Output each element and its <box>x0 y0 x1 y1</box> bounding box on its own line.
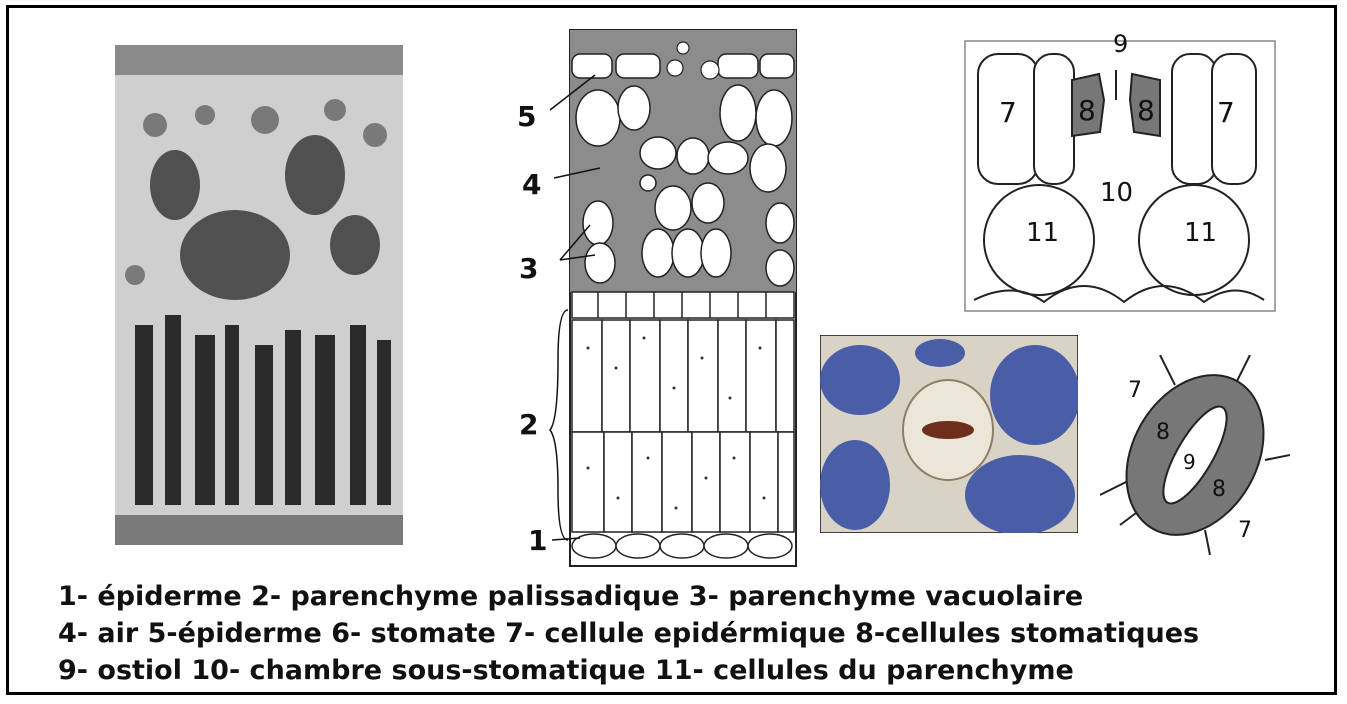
label-11-left: 11 <box>1026 218 1059 248</box>
stomata-micrograph <box>820 335 1078 533</box>
label-8-right: 8 <box>1137 94 1155 127</box>
stomata-label-9: 9 <box>1183 450 1196 474</box>
label-7-right: 7 <box>1217 96 1235 129</box>
label-4: 4 <box>522 168 541 201</box>
stomata-label-7-bottom: 7 <box>1238 518 1252 543</box>
label-2: 2 <box>519 408 538 441</box>
stomata-label-8-right: 8 <box>1212 477 1226 502</box>
leaf-section-micrograph <box>115 45 403 545</box>
label-10: 10 <box>1100 178 1133 208</box>
legend-line-2: 4- air 5-épiderme 6- stomate 7- cellule … <box>58 615 1328 652</box>
label-9-top: 9 <box>1113 30 1128 58</box>
label-11-right: 11 <box>1184 218 1217 248</box>
label-8-left: 8 <box>1078 94 1096 127</box>
label-1: 1 <box>528 524 547 557</box>
legend-line-3: 9- ostiol 10- chambre sous-stomatique 11… <box>58 652 1328 689</box>
label-5: 5 <box>517 100 536 133</box>
label-3: 3 <box>519 252 538 285</box>
stomata-label-7-top: 7 <box>1128 378 1142 403</box>
stomata-section-diagram <box>964 40 1276 312</box>
legend-line-1: 1- épiderme 2- parenchyme palissadique 3… <box>58 578 1328 615</box>
label-7-left: 7 <box>999 96 1017 129</box>
label-pointers <box>540 60 610 550</box>
legend: 1- épiderme 2- parenchyme palissadique 3… <box>58 578 1328 689</box>
stomata-label-8-left: 8 <box>1156 420 1170 445</box>
